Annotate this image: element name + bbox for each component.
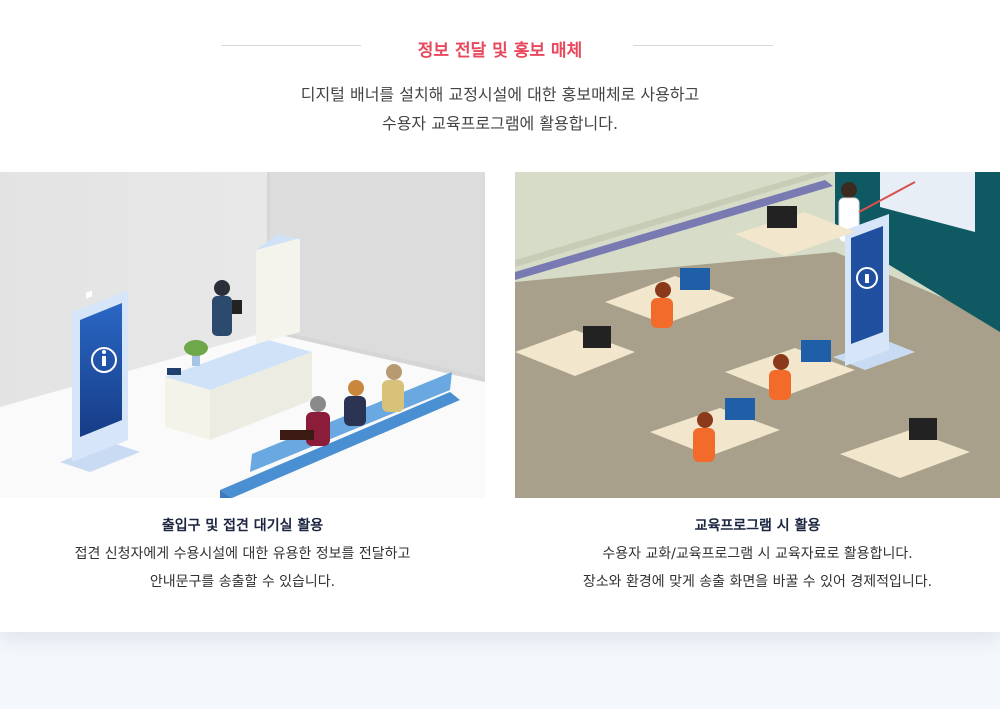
inmates <box>651 282 791 462</box>
feature-description-line: 수용자 교화/교육프로그램 시 교육자료로 활용합니다. <box>602 546 913 562</box>
feature-caption-education: 교육프로그램 시 활용 수용자 교화/교육프로그램 시 교육자료로 활용합니다.… <box>515 512 1000 596</box>
waiting-room-illustration <box>0 172 485 498</box>
classroom-illustration <box>515 172 1000 498</box>
section-title: 정보 전달 및 홍보 매체 <box>417 41 583 61</box>
classroom-scene <box>515 172 1000 498</box>
kiosk-info-icon <box>60 290 140 472</box>
feature-description-line: 안내문구를 송출할 수 있습니다. <box>149 574 336 590</box>
kiosk-info-icon <box>833 214 915 370</box>
feature-description-line: 장소와 환경에 맞게 송출 화면을 바꿀 수 있어 경제적입니다. <box>582 574 933 590</box>
title-divider-left <box>221 45 361 46</box>
feature-title: 출입구 및 접견 대기실 활용 <box>161 518 324 534</box>
waiting-room-scene <box>0 172 485 498</box>
intro-line: 수용자 교육프로그램에 활용합니다. <box>381 114 619 133</box>
section-intro: 디지털 배너를 설치해 교정시설에 대한 홍보매체로 사용하고 수용자 교육프로… <box>0 80 1000 138</box>
feature-caption-waiting-room: 출입구 및 접견 대기실 활용 접견 신청자에게 수용시설에 대한 유용한 정보… <box>0 512 485 596</box>
classroom-desks <box>515 206 970 478</box>
title-divider-right <box>633 45 773 46</box>
content-card: 정보 전달 및 홍보 매체 디지털 배너를 설치해 교정시설에 대한 홍보매체로… <box>0 0 1000 632</box>
feature-description-line: 접견 신청자에게 수용시설에 대한 유용한 정보를 전달하고 <box>74 546 411 562</box>
intro-line: 디지털 배너를 설치해 교정시설에 대한 홍보매체로 사용하고 <box>300 85 700 104</box>
feature-title: 교육프로그램 시 활용 <box>694 518 821 534</box>
